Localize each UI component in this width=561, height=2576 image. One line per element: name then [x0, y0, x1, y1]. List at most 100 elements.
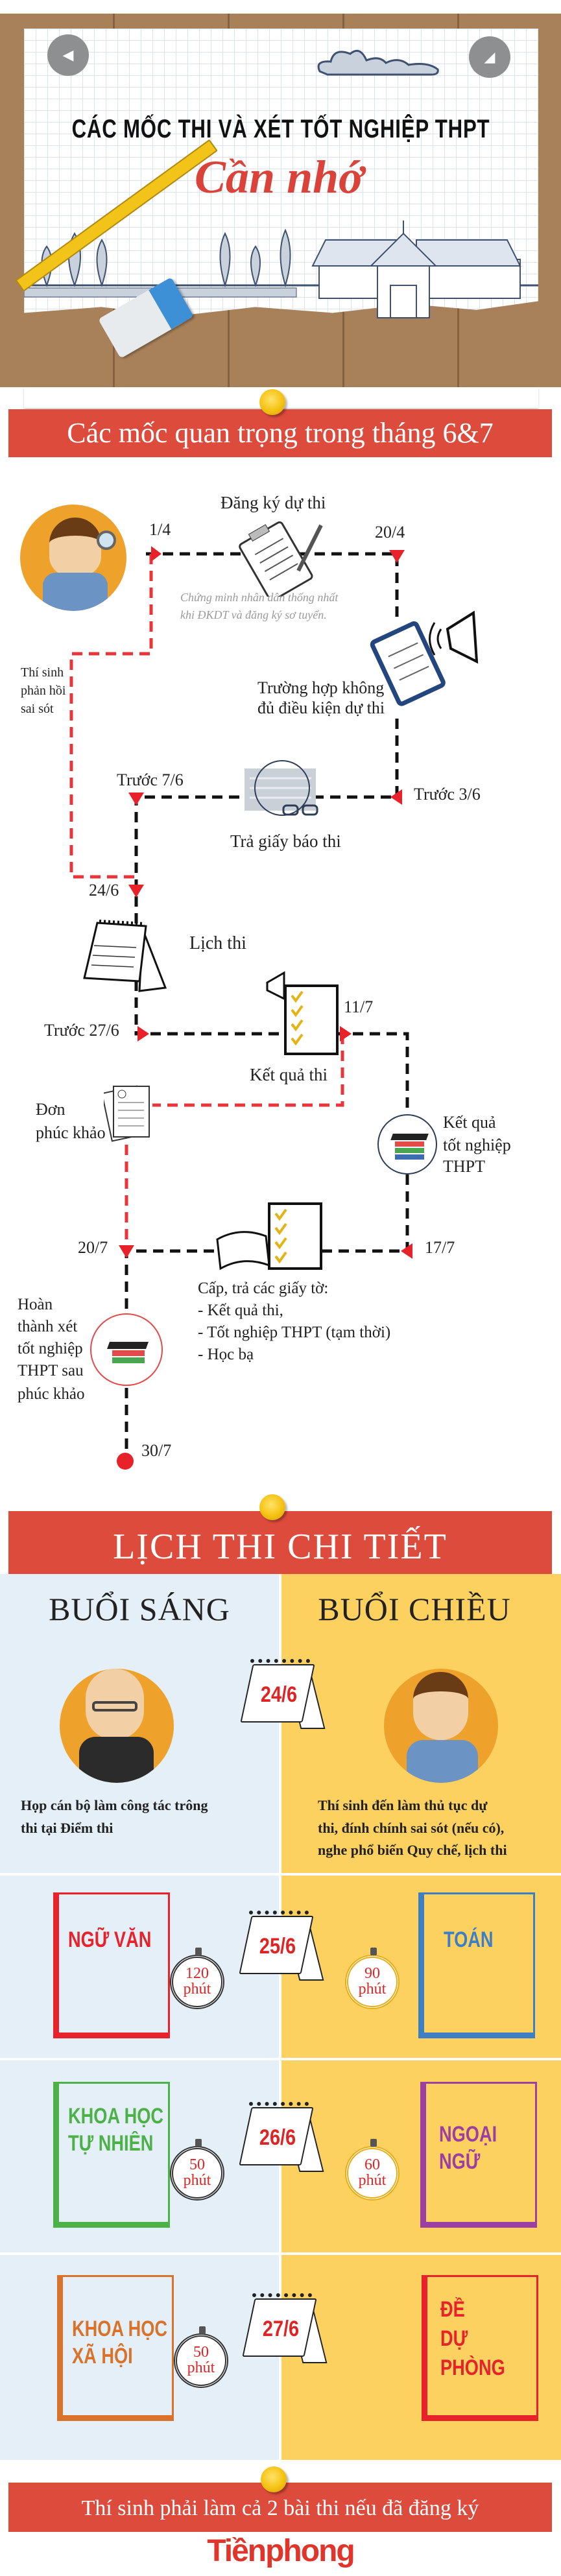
complete-label-2: thành xét: [18, 1318, 78, 1335]
clipboard-speaker-icon: [370, 610, 479, 706]
subject-label: TOÁN: [444, 1927, 494, 1952]
duration-minutes: 60: [364, 2156, 380, 2173]
pin-icon: [261, 2466, 287, 2492]
milestones-banner: Các mốc quan trọng trong tháng 6&7: [8, 409, 552, 457]
subject-label: ĐỀ: [440, 2297, 465, 2322]
morning-text-2: thi tại Điểm thi: [21, 1820, 113, 1836]
duration-minutes: 120: [185, 1965, 209, 1982]
duration-minutes: 50: [193, 2344, 209, 2361]
date-before-7-6: Trước 7/6: [117, 770, 184, 789]
subject-label: NGỮ: [439, 2149, 481, 2174]
register-note: Chứng minh nhân dân thống nhất khi ĐKDT …: [180, 591, 339, 621]
arrow-right-icon: [340, 1026, 352, 1042]
arrow-down-icon: [128, 793, 144, 805]
documents-heading: Cấp, trả các giấy tờ:: [198, 1280, 329, 1297]
calendar-27-6: 27/6: [242, 2289, 328, 2366]
afternoon-panel: [281, 2255, 561, 2460]
afternoon-text-1: Thí sinh đến làm thủ tục dự: [318, 1797, 488, 1813]
teacher-avatar: [60, 1669, 174, 1783]
subject-book-ngu-van: NGỮ VĂN: [50, 1892, 170, 2051]
calendar-icon: [83, 920, 167, 992]
duration-unit: phút: [358, 2172, 387, 2189]
student-magnifier-avatar: [20, 505, 126, 611]
subject-label: KHOA HỌC: [72, 2317, 168, 2341]
date-30-7: 30/7: [141, 1441, 172, 1460]
review-label-1: Đơn: [36, 1100, 66, 1119]
date-11-7: 11/7: [344, 997, 374, 1016]
duration-unit: phút: [187, 2359, 215, 2376]
complete-label-4: THPT sau: [18, 1362, 84, 1379]
schedule-label: Lịch thi: [189, 933, 246, 953]
documents-item: - Kết quả thi,: [198, 1302, 283, 1319]
student-avatar: [384, 1669, 498, 1783]
arrow-down-icon: [389, 550, 405, 563]
arrow-right-icon: [151, 546, 161, 562]
arrow-right-icon: [137, 1026, 149, 1042]
complete-label-1: Hoàn: [18, 1296, 53, 1313]
calendar-26-6: 26/6: [239, 2098, 324, 2175]
subject-book-toan: TOÁN: [415, 1892, 535, 2051]
arrow-left-icon: [401, 1243, 412, 1259]
subject-book-khxh: KHOA HỌC XÃ HỘI: [54, 2275, 174, 2433]
morning-text-1: Họp cán bộ làm công tác trông: [21, 1797, 208, 1813]
subject-label: NGOẠI: [439, 2122, 497, 2147]
calendar-24-6: 24/6: [240, 1655, 326, 1732]
morning-heading: BUỔI SÁNG: [49, 1591, 230, 1627]
documents-item: - Tốt nghiệp THPT (tạm thời): [198, 1324, 391, 1341]
prev-arrow-icon[interactable]: ◀: [47, 34, 89, 76]
register-label: Đăng ký dự thi: [221, 493, 326, 512]
subject-label: NGỮ VĂN: [68, 1927, 152, 1952]
afternoon-text-2: thi, đính chính sai sót (nếu có),: [318, 1820, 505, 1836]
feedback-label-1: Thí sinh: [21, 665, 64, 680]
cloud-icon: [317, 49, 439, 76]
subject-label: KHOA HỌC: [68, 2104, 164, 2129]
detailed-schedule-banner: LỊCH THI CHI TIẾT: [8, 1511, 552, 1574]
subject-label: XÃ HỘI: [72, 2344, 133, 2368]
timeline-paths: [69, 546, 412, 1470]
pin-icon: [259, 1494, 285, 1520]
date-before-27-6: Trước 27/6: [44, 1021, 119, 1040]
date-20-4: 20/4: [375, 523, 405, 542]
complete-label-3: tốt nghiệp: [18, 1340, 83, 1357]
date-24-6: 24/6: [89, 881, 119, 900]
book-checklist-icon: [216, 1202, 322, 1270]
afternoon-text-3: nghe phổ biến Quy chế, lịch thi: [318, 1842, 507, 1858]
review-document-icon: [104, 1085, 150, 1142]
tienphong-logo: Tiềnphong: [207, 2534, 355, 2568]
duration-unit: phút: [358, 1981, 387, 1998]
main-title: CÁC MỐC THI VÀ XÉT TỐT NGHIỆP THPT: [71, 115, 490, 143]
graduation-books-icon: [377, 1114, 437, 1175]
calendar-date: 26/6: [259, 2125, 296, 2150]
next-arrow-icon[interactable]: ◢: [469, 36, 510, 78]
arrow-left-icon: [390, 789, 402, 805]
graduation-label-3: THPT: [443, 1157, 485, 1176]
checklist-speaker-icon: [266, 971, 339, 1055]
newspaper-glasses-icon: [245, 760, 318, 816]
date-1-4: 1/4: [149, 520, 171, 539]
duration-unit: phút: [183, 1981, 211, 1998]
calendar-date: 24/6: [260, 1682, 298, 1707]
calendar-25-6: 25/6: [239, 1907, 324, 1983]
feedback-label-2: phản hồi: [21, 684, 66, 698]
divider: [0, 2252, 561, 2255]
complete-label-5: phúc khảo: [18, 1385, 85, 1403]
date-before-3-6: Trước 3/6: [414, 785, 481, 804]
footer-note-banner: Thí sinh phải làm cả 2 bài thi nếu đã đă…: [8, 2483, 552, 2532]
duration-minutes: 50: [189, 2156, 205, 2173]
subject-label: PHÒNG: [440, 2355, 505, 2380]
end-dot-icon: [117, 1453, 134, 1470]
date-17-7: 17/7: [425, 1238, 455, 1257]
review-label-2: phúc khảo: [36, 1123, 106, 1142]
clipboard-pen-icon: [239, 521, 323, 597]
completion-books-icon: [90, 1313, 163, 1386]
calendar-date: 27/6: [262, 2317, 300, 2341]
ineligible-label-2: đủ điều kiện dự thi: [257, 698, 385, 717]
feedback-label-3: sai sót: [21, 702, 54, 716]
arrow-down-icon: [119, 1245, 134, 1258]
documents-item: - Học bạ: [198, 1346, 254, 1363]
results-label: Kết quả thi: [250, 1065, 328, 1084]
afternoon-heading: BUỔI CHIỀU: [318, 1591, 511, 1627]
